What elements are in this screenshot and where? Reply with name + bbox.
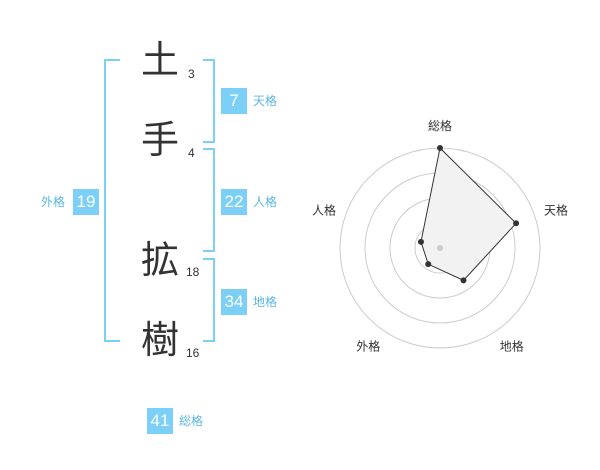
soukaku-label: 総格	[179, 414, 204, 428]
radar-center-dot	[437, 245, 443, 251]
radar-point-3	[460, 277, 467, 284]
tenkaku-value: 7	[221, 88, 247, 114]
soukaku-value: 41	[147, 408, 173, 434]
name-char-3: 拡	[141, 238, 180, 282]
radar-point-2	[513, 220, 520, 227]
tenkaku-label: 天格	[253, 94, 278, 108]
radar-axis-label-2: 天格	[544, 202, 568, 217]
stroke-count-4: 16	[186, 346, 200, 360]
gaikaku-value: 19	[73, 189, 99, 215]
gaikaku-label: 外格	[41, 195, 66, 209]
radar-point-1	[437, 145, 443, 151]
stroke-count-2: 4	[188, 146, 195, 160]
chikaku-bracket	[203, 258, 215, 342]
radar-point-5	[417, 238, 424, 245]
name-char-1: 土	[141, 38, 180, 82]
name-char-2: 手	[141, 118, 180, 162]
radar-axis-label-1: 総格	[428, 118, 452, 133]
radar-axis-label-5: 人格	[312, 202, 336, 217]
jinkaku-label: 人格	[253, 195, 278, 209]
jinkaku-bracket	[203, 148, 215, 252]
stroke-count-1: 3	[188, 67, 195, 81]
chikaku-label: 地格	[253, 295, 278, 309]
tenkaku-bracket	[203, 59, 215, 143]
chikaku-value: 34	[221, 289, 247, 315]
jinkaku-value: 22	[221, 189, 247, 215]
radar-axis-label-3: 地格	[500, 339, 524, 354]
radar-axis-label-4: 外格	[356, 339, 380, 354]
name-char-4: 樹	[141, 318, 180, 362]
radar-point-4	[425, 261, 432, 268]
gaikaku-bracket	[104, 59, 120, 342]
stroke-count-3: 18	[186, 265, 200, 279]
radar-series-area	[420, 146, 517, 281]
